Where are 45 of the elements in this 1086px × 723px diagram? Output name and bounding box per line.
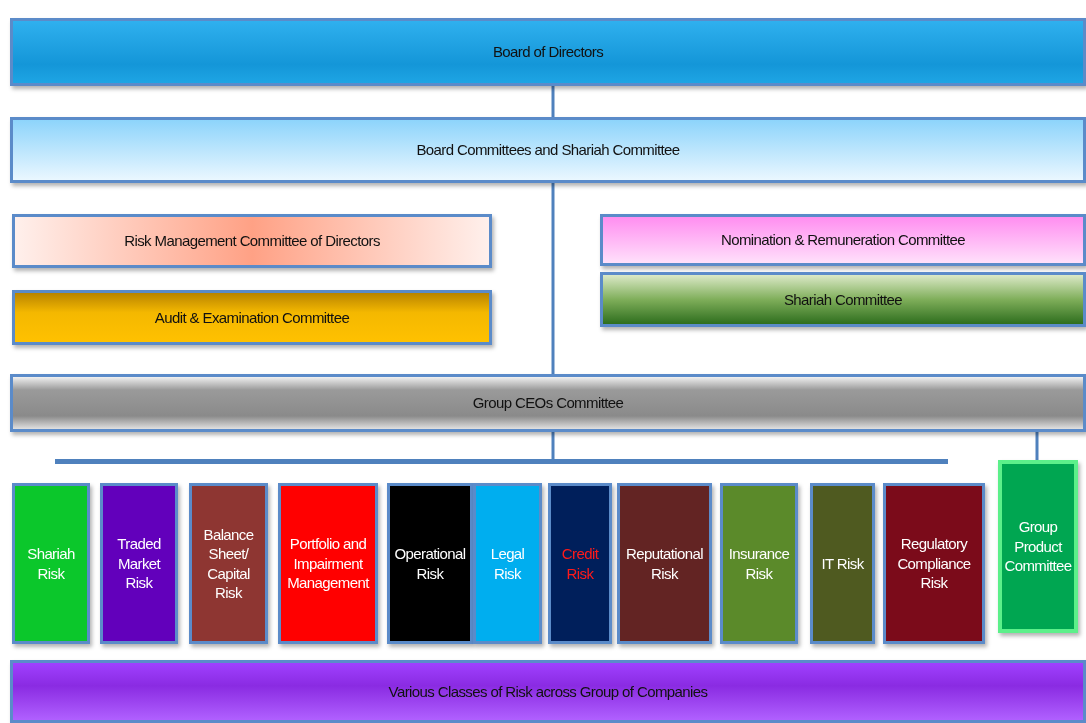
box-label: IT Risk (820, 553, 865, 574)
connector-bar (55, 459, 948, 464)
committee-box (12, 214, 492, 268)
box-label: Various Classes of Risk across Group of Companies (387, 681, 709, 702)
risk-box (617, 483, 712, 644)
box-label: Regulatory Compliance Risk (896, 534, 972, 593)
risk-box (12, 483, 90, 644)
title-box (10, 18, 1086, 86)
connector-line (551, 183, 555, 374)
risk-box (278, 483, 378, 644)
risk-box (883, 483, 985, 644)
connector-line (551, 432, 555, 459)
committee-box (998, 460, 1078, 633)
box-label: Shariah Risk (26, 544, 76, 583)
risk-box (548, 483, 612, 644)
box-label: Traded Market Risk (116, 534, 162, 593)
risk-box (473, 483, 542, 644)
box-label: Nomination & Remuneration Committee (719, 230, 967, 250)
box-label: Board Committees and Shariah Committee (415, 140, 681, 160)
risk-box (810, 483, 875, 644)
committee-box (10, 117, 1086, 183)
box-label: Legal Risk (489, 544, 526, 583)
box-label: Group CEOs Committee (471, 393, 625, 413)
committee-box (600, 214, 1086, 266)
box-label: Portfolio and Impairment Management (286, 534, 371, 593)
committee-box (10, 374, 1086, 432)
box-label: Risk Management Committee of Directors (123, 231, 381, 251)
committee-box (12, 290, 492, 345)
connector-line (1035, 432, 1039, 460)
box-label: Reputational Risk (625, 544, 704, 583)
box-label: Shariah Committee (782, 289, 904, 310)
box-label: Group Product Committee (1003, 517, 1073, 576)
box-label: Balance Sheet/ Capital Risk (202, 524, 255, 603)
box-label: Insurance Risk (727, 544, 791, 583)
risk-box (720, 483, 798, 644)
connector-line (551, 86, 555, 117)
risk-box (189, 483, 268, 644)
risk-box (100, 483, 178, 644)
risk-box (387, 483, 473, 644)
box-label: Operational Risk (393, 544, 467, 583)
committee-box (600, 272, 1086, 327)
banner-box (10, 660, 1086, 723)
box-label: Credit Risk (560, 544, 600, 583)
box-label: Board of Directors (491, 42, 605, 62)
box-label: Audit & Examination Committee (153, 307, 351, 328)
